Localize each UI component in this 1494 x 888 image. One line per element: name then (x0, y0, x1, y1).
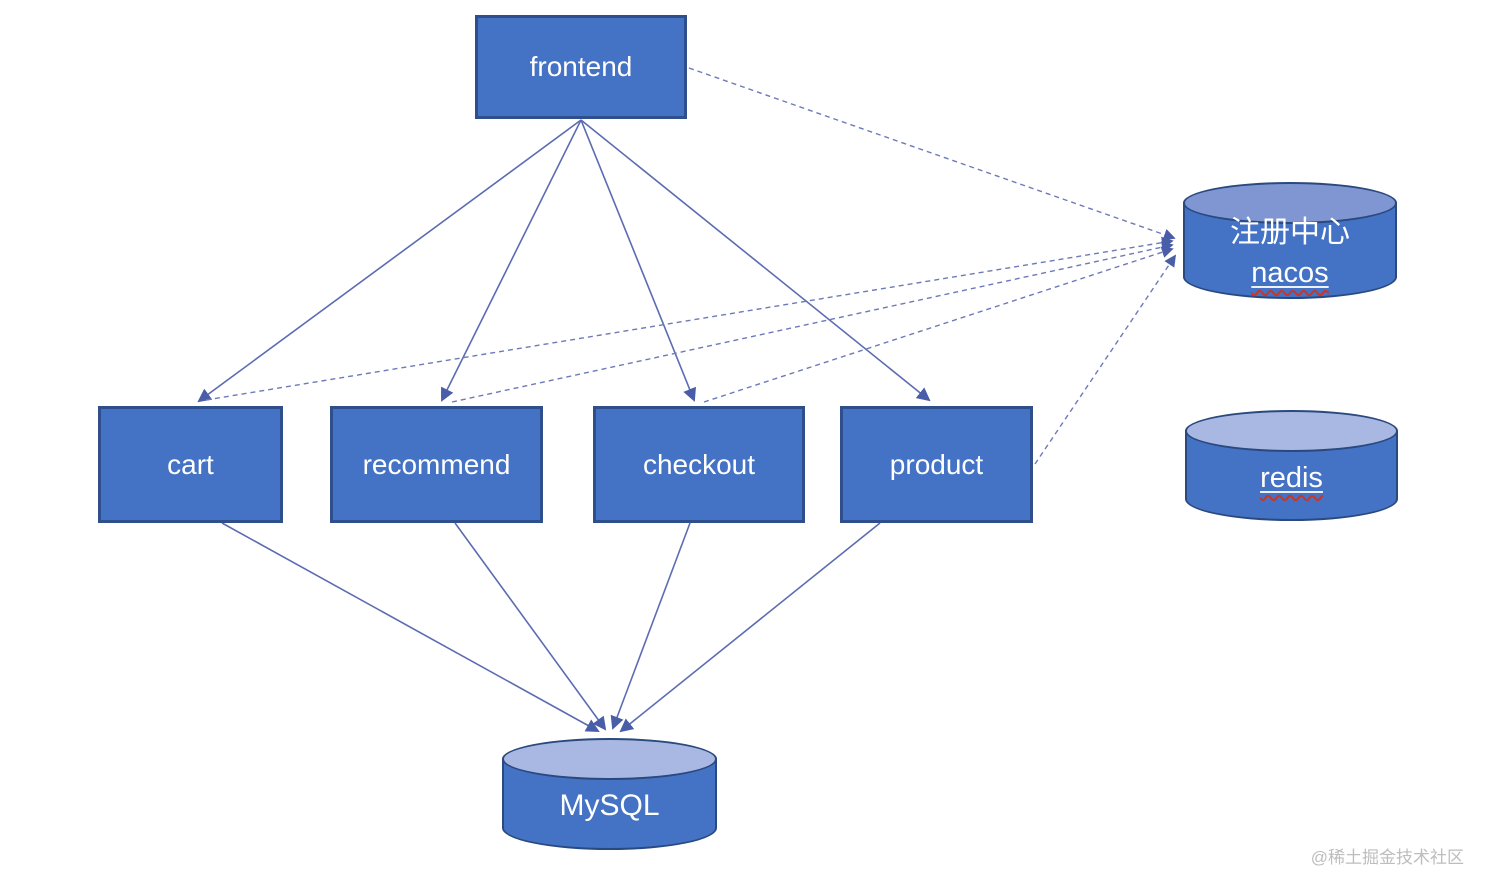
edge-frontend-recommend (441, 119, 582, 402)
node-mysql-label: MySQL (559, 789, 660, 822)
edge-frontend-product (580, 119, 931, 402)
edge-cart-mysql (221, 522, 600, 732)
node-nacos: 注册中心 nacos (1183, 182, 1397, 299)
node-recommend: recommend (330, 406, 543, 523)
edge-frontend-cart (197, 119, 582, 403)
edge-cart-nacos (205, 236, 1174, 401)
node-checkout: checkout (593, 406, 805, 523)
edge-product-nacos (1034, 254, 1176, 465)
node-cart: cart (98, 406, 283, 523)
node-recommend-label: recommend (362, 448, 511, 480)
edge-checkout-mysql (610, 522, 691, 730)
node-redis: redis (1185, 410, 1398, 521)
mysql-cylinder-top (502, 738, 717, 780)
node-redis-label: redis (1260, 461, 1323, 494)
node-cart-label: cart (167, 448, 214, 480)
node-frontend-label: frontend (529, 51, 633, 82)
edge-frontend-checkout (580, 119, 696, 402)
edge-checkout-nacos (703, 246, 1174, 403)
node-product-label: product (889, 448, 984, 480)
edge-frontend-nacos (688, 67, 1176, 241)
edge-product-mysql (619, 522, 881, 733)
node-frontend: frontend (475, 15, 687, 119)
nacos-cylinder-top (1183, 182, 1397, 224)
node-mysql: MySQL (502, 738, 717, 850)
node-checkout-label: checkout (642, 448, 756, 480)
edge-recommend-nacos (451, 241, 1174, 403)
node-nacos-subtitle: nacos (1251, 256, 1329, 289)
edge-recommend-mysql (454, 522, 607, 731)
node-product: product (840, 406, 1033, 523)
watermark: @稀土掘金技术社区 (1310, 848, 1464, 867)
redis-cylinder-top (1185, 410, 1398, 452)
node-nacos-title: 注册中心 (1230, 215, 1350, 249)
